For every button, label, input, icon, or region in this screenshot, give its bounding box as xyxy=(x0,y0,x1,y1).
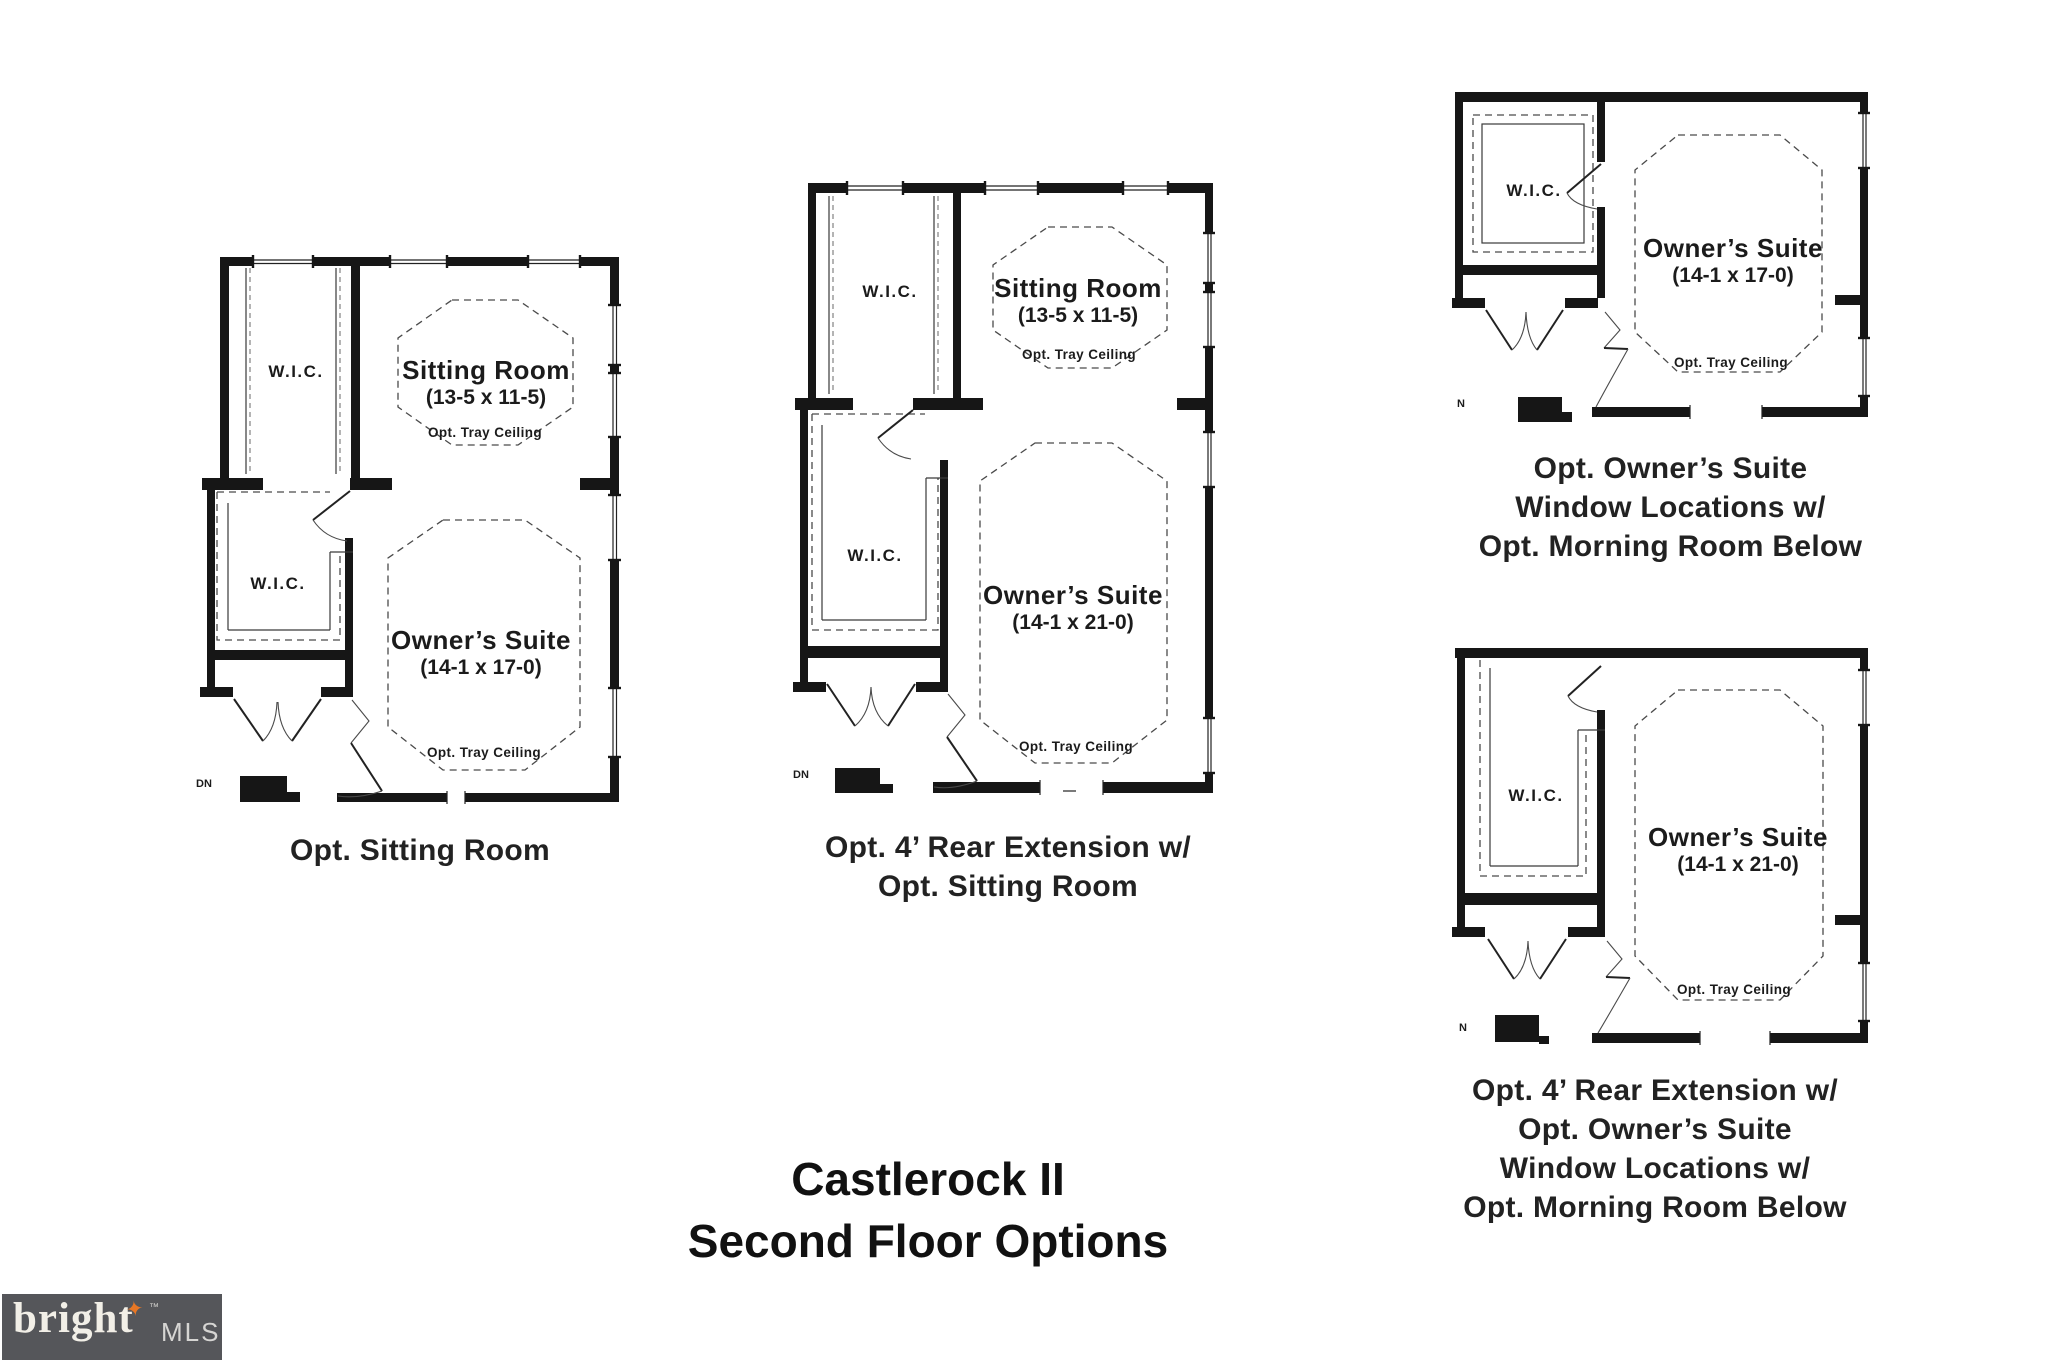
room-dims-sitting: (13-5 x 11-5) xyxy=(1018,304,1138,327)
stair-step xyxy=(1562,412,1572,422)
room-label-owner: Owner’s Suite xyxy=(391,625,571,655)
tray-ceiling-outlines xyxy=(387,299,581,771)
walls xyxy=(1452,648,1868,1045)
caption-line: Opt. Owner’s Suite xyxy=(1518,1113,1792,1146)
tray-ceiling-outlines xyxy=(979,226,1168,764)
room-label-owner: Owner’s Suite xyxy=(1643,233,1823,263)
caption-plan-3: Opt. Owner’s Suite Window Locations w/ O… xyxy=(1448,449,1893,566)
room-dims-owner: (14-1 x 21-0) xyxy=(1677,853,1798,876)
caption-line: Window Locations w/ xyxy=(1515,491,1826,524)
doors xyxy=(1485,163,1629,408)
room-dims-owner: (14-1 x 21-0) xyxy=(1012,611,1133,634)
tray-label-sitting: Opt. Tray Ceiling xyxy=(428,425,542,440)
doors xyxy=(233,490,383,798)
closet-rods xyxy=(245,268,341,474)
caption-line: Opt. Sitting Room xyxy=(877,870,1139,903)
star-icon: ✦ xyxy=(124,1296,146,1323)
stair-block xyxy=(240,776,287,802)
stairs-label: N xyxy=(1459,1022,1467,1034)
caption-line: Opt. Morning Room Below xyxy=(1478,530,1863,563)
closet-shelves xyxy=(216,491,353,641)
stairs-label: DN xyxy=(196,778,212,790)
room-label-wic: W.I.C. xyxy=(1508,786,1563,805)
stair-block xyxy=(1518,397,1562,422)
bright-mls-logo: bright ✦ ™ MLS xyxy=(2,1294,222,1360)
caption-plan-2: Opt. 4’ Rear Extension w/ Opt. Sitting R… xyxy=(788,828,1228,906)
room-label-owner: Owner’s Suite xyxy=(983,580,1163,610)
room-label-wic: W.I.C. xyxy=(1506,181,1561,200)
logo-mls-text: MLS xyxy=(161,1317,221,1347)
room-dims-sitting: (13-5 x 11-5) xyxy=(426,386,546,409)
room-label-owner: Owner’s Suite xyxy=(1648,822,1828,852)
room-label-wic-lower: W.I.C. xyxy=(250,574,305,593)
trademark-symbol: ™ xyxy=(149,1302,159,1313)
tray-label-sitting: Opt. Tray Ceiling xyxy=(1022,347,1136,362)
room-label-sitting: Sitting Room xyxy=(402,355,570,385)
doors xyxy=(1487,665,1631,1034)
closet-shelves xyxy=(811,413,948,631)
closet-shelves xyxy=(1479,660,1605,877)
walls xyxy=(1452,92,1868,419)
stair-step xyxy=(880,784,893,793)
room-label-wic-lower: W.I.C. xyxy=(847,546,902,565)
room-dims-owner: (14-1 x 17-0) xyxy=(420,656,541,679)
plan-owner-suite-window-locations: N W.I.C. Owner’s Suite (14-1 x 17-0) Opt… xyxy=(1452,92,1870,422)
stair-step xyxy=(287,792,300,802)
tray-label-owner: Opt. Tray Ceiling xyxy=(1674,355,1788,370)
stair-block xyxy=(1495,1015,1539,1042)
plan-opt-sitting-room: DN W.I.C. W.I.C. Sitting Room (13-5 x 11… xyxy=(196,255,621,804)
windows xyxy=(1858,111,1870,398)
caption-plan-1: Opt. Sitting Room xyxy=(195,831,645,870)
caption-line: Opt. Sitting Room xyxy=(289,834,551,867)
caption-line: Opt. 4’ Rear Extension w/ xyxy=(1472,1074,1838,1107)
stairs-label: N xyxy=(1457,398,1465,410)
room-dims-owner: (14-1 x 17-0) xyxy=(1672,264,1793,287)
closet-shelves xyxy=(1472,114,1594,253)
closet-rods xyxy=(828,196,939,394)
stair-block xyxy=(835,768,880,793)
walls xyxy=(200,257,619,804)
tray-label-owner: Opt. Tray Ceiling xyxy=(427,745,541,760)
plan-rear-extension-sitting-room: DN W.I.C. W.I.C. Sitting Room (13-5 x 11… xyxy=(793,181,1215,795)
caption-line: Opt. Owner’s Suite xyxy=(1533,452,1808,485)
caption-plan-4: Opt. 4’ Rear Extension w/ Opt. Owner’s S… xyxy=(1430,1071,1880,1227)
room-label-sitting: Sitting Room xyxy=(994,273,1162,303)
windows xyxy=(845,181,1215,775)
tray-label-owner: Opt. Tray Ceiling xyxy=(1019,739,1133,754)
doors xyxy=(826,409,978,789)
caption-line: Opt. 4’ Rear Extension w/ xyxy=(825,831,1191,864)
logo-brand-text: bright xyxy=(13,1295,134,1342)
tray-ceiling-outline xyxy=(1634,689,1824,1001)
windows xyxy=(251,255,621,759)
sheet-title-line: Castlerock II xyxy=(791,1153,1065,1205)
room-label-wic-upper: W.I.C. xyxy=(862,282,917,301)
room-label-wic-upper: W.I.C. xyxy=(268,362,323,381)
tray-ceiling-outline xyxy=(1634,134,1823,373)
caption-line: Opt. Morning Room Below xyxy=(1463,1191,1847,1224)
stair-step xyxy=(1539,1036,1549,1044)
windows xyxy=(1858,668,1870,1023)
plan-rear-extension-owner-suite-windows: N W.I.C. Owner’s Suite (14-1 x 21-0) Opt… xyxy=(1452,648,1870,1045)
tray-label-owner: Opt. Tray Ceiling xyxy=(1677,982,1791,997)
sheet-title: Castlerock II Second Floor Options xyxy=(628,1148,1228,1272)
sheet-title-line: Second Floor Options xyxy=(687,1215,1169,1267)
caption-line: Window Locations w/ xyxy=(1499,1152,1811,1185)
stairs-label: DN xyxy=(793,769,809,781)
